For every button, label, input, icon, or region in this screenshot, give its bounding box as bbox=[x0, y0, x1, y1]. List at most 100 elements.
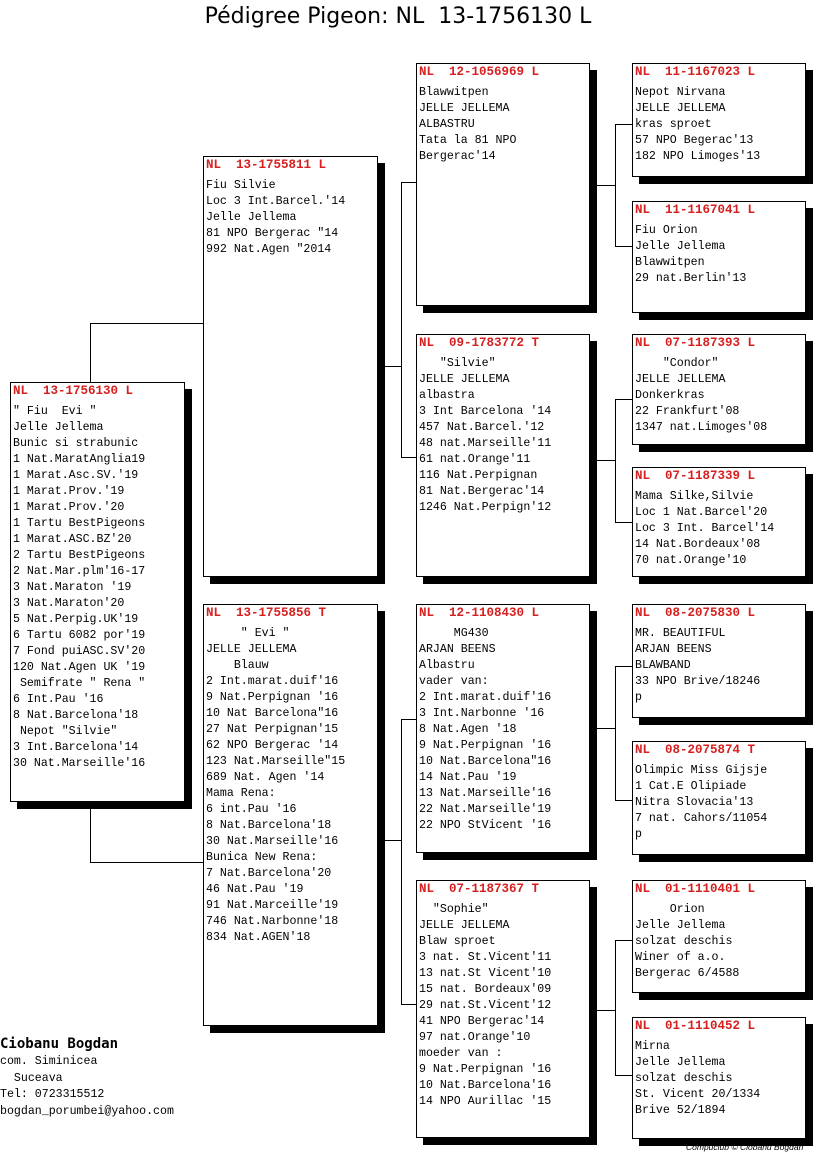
ring-number: NL 07-1187393 L bbox=[635, 336, 756, 350]
pigeon-info-line: 97 nat.Orange'10 bbox=[419, 1031, 531, 1044]
pigeon-info-line: Blawwitpen bbox=[419, 86, 489, 99]
pigeon-info-line: 6 Int.Pau '16 bbox=[13, 693, 104, 706]
connector bbox=[401, 457, 417, 458]
pigeon-info-line: Nepot Nirvana bbox=[635, 86, 726, 99]
pigeon-info-line: Tata la 81 NPO bbox=[419, 134, 517, 147]
copyright-note: Compuclub © Ciobanu Bogdan bbox=[686, 1142, 804, 1152]
owner-address-line: Suceava bbox=[0, 1071, 63, 1085]
pigeon-info-line: p bbox=[635, 828, 642, 841]
connector bbox=[90, 862, 204, 863]
ring-number: NL 08-2075874 T bbox=[635, 743, 756, 757]
pigeon-info-line: 22 Frankfurt'08 bbox=[635, 405, 740, 418]
pigeon-info-line: 1 Tartu BestPigeons bbox=[13, 517, 146, 530]
pigeon-info-line: 746 Nat.Narbonne'18 bbox=[206, 915, 339, 928]
pigeon-info-line: JELLE JELLEMA bbox=[419, 919, 510, 932]
pigeon-info-line: 457 Nat.Barcel.'12 bbox=[419, 421, 545, 434]
pigeon-info-line: JELLE JELLEMA bbox=[635, 373, 726, 386]
pigeon-info-line: Jelle Jellema bbox=[635, 1056, 726, 1069]
pigeon-info-line: Mama Rena: bbox=[206, 787, 276, 800]
owner-info: Ciobanu Bogdan com. Siminicea Suceava Te… bbox=[0, 1034, 174, 1120]
pigeon-info-line: JELLE JELLEMA bbox=[419, 373, 510, 386]
pigeon-card-dam[interactable]: NL 13-1755856 T " Evi "JELLE JELLEMA Bla… bbox=[203, 604, 378, 1026]
pigeon-card-dsd[interactable]: NL 08-2075874 T Olimpic Miss Gijsje 1 Cat.… bbox=[632, 741, 806, 855]
connector bbox=[596, 185, 616, 186]
pigeon-info-line: 30 Nat.Marseille'16 bbox=[206, 835, 339, 848]
pigeon-info-line: 62 NPO Bergerac '14 bbox=[206, 739, 339, 752]
pigeon-info-line: Bergerac'14 bbox=[419, 150, 496, 163]
pigeon-info-line: 1 Marat.Prov.'20 bbox=[13, 501, 125, 514]
pigeon-info-line: JELLE JELLEMA bbox=[635, 102, 726, 115]
pigeon-info-line: 123 Nat.Marseille"15 bbox=[206, 755, 346, 768]
pigeon-info-line: 1 Cat.E Olipiade bbox=[635, 780, 747, 793]
pigeon-info-line: p bbox=[635, 691, 642, 704]
ring-number: NL 13-1756130 L bbox=[13, 384, 134, 398]
pigeon-info-line: 1246 Nat.Perpign'12 bbox=[419, 501, 552, 514]
pigeon-info-line: solzat deschis bbox=[635, 1072, 733, 1085]
pigeon-info-line: BLAWBAND bbox=[635, 659, 691, 672]
pigeon-info-line: MG430 bbox=[419, 627, 489, 640]
pigeon-info-line: Brive 52/1894 bbox=[635, 1104, 726, 1117]
pigeon-info-line: 3 Nat.Maraton '19 bbox=[13, 581, 132, 594]
pigeon-info-line: Olimpic Miss Gijsje bbox=[635, 764, 768, 777]
page-title: Pédigree Pigeon: NL 13-1756130 L bbox=[204, 4, 592, 29]
pigeon-info-line: 1347 nat.Limoges'08 bbox=[635, 421, 768, 434]
connector bbox=[615, 124, 633, 125]
owner-name: Ciobanu Bogdan bbox=[0, 1036, 119, 1052]
pigeon-info-line: vader van: bbox=[419, 675, 489, 688]
connector bbox=[615, 1075, 633, 1076]
pigeon-info-line: Blaw sproet bbox=[419, 935, 496, 948]
pigeon-info-line: 2 Nat.Mar.plm'16-17 bbox=[13, 565, 146, 578]
pigeon-info-line: 9 Nat.Perpignan '16 bbox=[419, 739, 552, 752]
pigeon-info-line: 2 Int.marat.duif'16 bbox=[206, 675, 339, 688]
pigeon-info-line: 14 Nat.Bordeaux'08 bbox=[635, 538, 761, 551]
connector bbox=[615, 940, 633, 941]
pigeon-info-line: 3 nat. St.Vicent'11 bbox=[419, 951, 552, 964]
pigeon-info-line: 10 Nat.Barcelona'16 bbox=[419, 1079, 552, 1092]
pigeon-info-line: kras sproet bbox=[635, 118, 712, 131]
pigeon-info-line: solzat deschis bbox=[635, 935, 733, 948]
pigeon-info-line: 29 nat.Berlin'13 bbox=[635, 272, 747, 285]
pigeon-info-line: Fiu Silvie bbox=[206, 179, 276, 192]
pigeon-info-line: 61 nat.Orange'11 bbox=[419, 453, 531, 466]
owner-email[interactable]: bogdan_porumbei@yahoo.com bbox=[0, 1104, 174, 1118]
pigeon-info-line: 15 nat. Bordeaux'09 bbox=[419, 983, 552, 996]
ring-number: NL 12-1108430 L bbox=[419, 606, 540, 620]
connector bbox=[90, 323, 204, 324]
pigeon-info-line: JELLE JELLEMA bbox=[419, 102, 510, 115]
pigeon-info-line: 6 int.Pau '16 bbox=[206, 803, 297, 816]
connector bbox=[615, 522, 633, 523]
pigeon-info-line: 81 Nat.Bergerac'14 bbox=[419, 485, 545, 498]
pigeon-info-line: Loc 1 Nat.Barcel'20 bbox=[635, 506, 768, 519]
pigeon-info-line: Mirna bbox=[635, 1040, 670, 1053]
pigeon-info-line: " Evi " bbox=[206, 627, 290, 640]
connector bbox=[90, 802, 91, 863]
pigeon-info-line: 48 nat.Marseille'11 bbox=[419, 437, 552, 450]
pigeon-info-line: 10 Nat.Barcelona"16 bbox=[419, 755, 552, 768]
pigeon-info-line: Blauw bbox=[206, 659, 269, 672]
pigeon-info-line: Donkerkras bbox=[635, 389, 705, 402]
pigeon-info-line: 3 Int Barcelona '14 bbox=[419, 405, 552, 418]
pigeon-info-line: 1 Marat.Prov.'19 bbox=[13, 485, 125, 498]
pigeon-info-line: Semifrate " Rena " bbox=[13, 677, 146, 690]
connector bbox=[401, 719, 417, 720]
ring-number: NL 09-1783772 T bbox=[419, 336, 540, 350]
pigeon-info-line: 10 Nat Barcelona"16 bbox=[206, 707, 339, 720]
connector bbox=[615, 800, 633, 801]
ring-number: NL 13-1755811 L bbox=[206, 158, 327, 172]
pigeon-info-line: 13 Nat.Marseille'16 bbox=[419, 787, 552, 800]
connector bbox=[401, 182, 402, 458]
pigeon-info-line: 9 Nat.Perpignan '16 bbox=[419, 1063, 552, 1076]
